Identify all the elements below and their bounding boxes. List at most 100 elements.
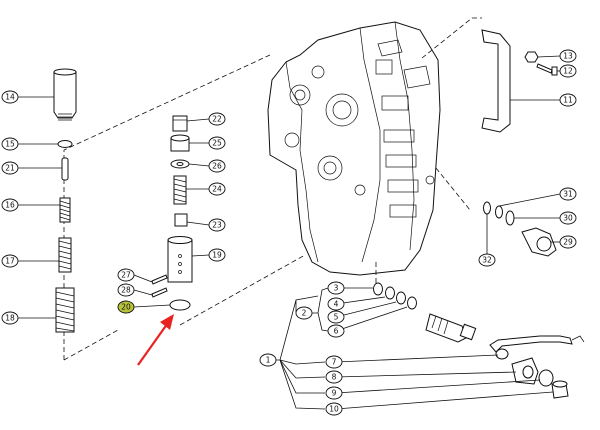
callout-24-label: 24	[212, 185, 222, 194]
callout-26: 26	[208, 159, 226, 173]
part-19-sleeve	[167, 236, 193, 283]
transmission-housing	[267, 21, 441, 276]
part-6-o-ring	[407, 296, 417, 310]
part-1-hose-assembly	[489, 335, 585, 360]
part-23-bushing	[174, 213, 188, 227]
callout-29: 29	[559, 235, 577, 249]
callout-27: 27	[117, 268, 135, 282]
part-28-pin	[151, 287, 168, 298]
callout-9: 9	[325, 386, 343, 400]
callout-18-label: 18	[5, 314, 15, 323]
callout-9-label: 9	[332, 389, 337, 398]
part-29-fitting	[521, 227, 557, 257]
callout-17: 17	[1, 254, 19, 268]
callout-6: 6	[327, 324, 345, 338]
part-5-o-ring	[396, 291, 406, 305]
part-22-bushing	[172, 115, 188, 132]
callout-5: 5	[327, 310, 345, 324]
part-4-o-ring	[385, 286, 395, 300]
part-32-o-ring	[483, 201, 491, 215]
part-30-o-ring	[505, 210, 515, 226]
callout-26-label: 26	[212, 162, 222, 171]
callout-10-label: 10	[329, 405, 339, 414]
callout-5-label: 5	[334, 313, 339, 322]
callout-2: 2	[295, 306, 313, 320]
callout-4: 4	[327, 297, 345, 311]
part-11-bracket	[481, 29, 511, 133]
callout-22-label: 22	[212, 115, 222, 124]
callout-3-label: 3	[334, 284, 339, 293]
part-10-plug	[551, 380, 569, 399]
callout-15: 15	[1, 137, 19, 151]
callout-20-label: 20	[121, 303, 131, 312]
callout-12-label: 12	[563, 67, 573, 76]
callout-27-label: 27	[121, 271, 131, 280]
callout-13-label: 13	[563, 52, 573, 61]
part-13-nut	[524, 51, 539, 63]
callout-4-label: 4	[334, 300, 339, 309]
callout-6-label: 6	[334, 327, 339, 336]
part-14-cylinder	[53, 68, 77, 121]
callout-19-label: 19	[212, 251, 222, 260]
callout-12: 12	[559, 64, 577, 78]
part-21-pin	[61, 157, 69, 181]
callout-24: 24	[208, 182, 226, 196]
callout-23: 23	[208, 218, 226, 232]
part-24-spring	[173, 175, 187, 205]
leader-lines	[17, 55, 561, 410]
red-pointer-arrow	[137, 314, 174, 366]
callout-25: 25	[208, 136, 226, 150]
callout-16: 16	[1, 198, 19, 212]
callout-14-label: 14	[5, 93, 15, 102]
callout-28: 28	[117, 283, 135, 297]
callout-28-label: 28	[121, 286, 131, 295]
callout-13: 13	[559, 49, 577, 63]
callout-11-label: 11	[563, 96, 573, 105]
callout-8: 8	[325, 370, 343, 384]
callout-7-label: 7	[332, 358, 337, 367]
part-20-o-ring	[169, 299, 191, 311]
callout-7: 7	[325, 355, 343, 369]
part-9-o-ring	[538, 369, 554, 387]
valve-spool	[425, 313, 477, 343]
part-16-spring	[59, 197, 71, 223]
part-31-o-ring	[495, 205, 503, 219]
callout-25-label: 25	[212, 139, 222, 148]
callout-30-label: 30	[563, 214, 573, 223]
callout-10: 10	[325, 402, 343, 416]
callout-14: 14	[1, 90, 19, 104]
part-3-o-ring	[373, 282, 383, 296]
callout-3: 3	[327, 281, 345, 295]
callout-19: 19	[208, 248, 226, 262]
part-18-spring	[55, 287, 75, 333]
part-12-screw	[536, 63, 558, 76]
callout-1: 1	[259, 353, 277, 367]
callout-32: 32	[478, 253, 496, 267]
callout-30: 30	[559, 211, 577, 225]
assembly-dashed-outline	[63, 17, 482, 361]
callout-32-label: 32	[482, 256, 492, 265]
callout-23-label: 23	[212, 221, 222, 230]
part-27-pin	[151, 274, 168, 285]
callout-31: 31	[559, 187, 577, 201]
callout-17-label: 17	[5, 257, 15, 266]
callout-31-label: 31	[563, 190, 573, 199]
callout-20: 20	[117, 300, 135, 314]
callout-21: 21	[1, 161, 19, 175]
callout-21-label: 21	[5, 164, 15, 173]
callout-16-label: 16	[5, 201, 15, 210]
callout-29-label: 29	[563, 238, 573, 247]
callout-15-label: 15	[5, 140, 15, 149]
callout-8-label: 8	[332, 373, 337, 382]
callout-22: 22	[208, 112, 226, 126]
callout-18: 18	[1, 311, 19, 325]
part-26-washer	[170, 159, 190, 169]
callout-11: 11	[559, 93, 577, 107]
part-25-sleeve	[170, 134, 190, 152]
part-17-spring	[58, 237, 72, 273]
part-15-o-ring	[57, 140, 73, 148]
callout-1-label: 1	[266, 356, 271, 365]
part-8-fitting	[511, 357, 539, 385]
callout-2-label: 2	[302, 309, 307, 318]
